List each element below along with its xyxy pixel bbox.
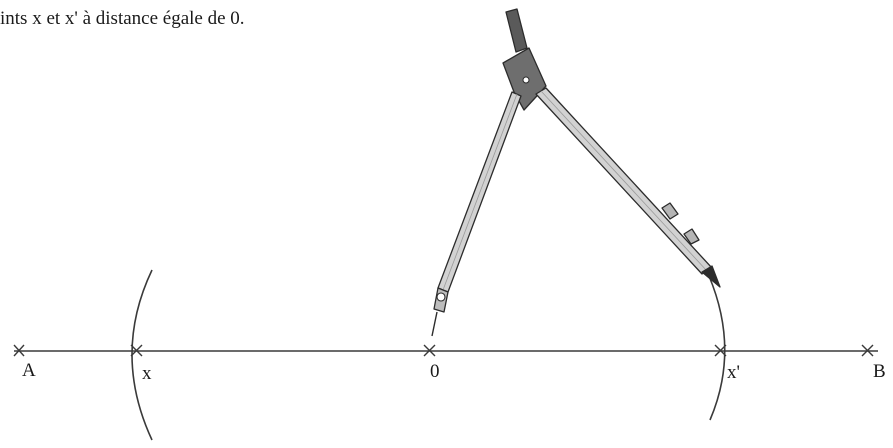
point-marker-a <box>13 344 25 357</box>
instruction-caption: ints x et x' à distance égale de 0. <box>0 8 245 29</box>
point-marker-zero <box>423 344 436 357</box>
point-label-x-prime: x' <box>727 362 740 383</box>
arc-left <box>131 269 153 441</box>
point-marker-b <box>861 344 874 357</box>
point-label-a: A <box>22 360 36 381</box>
compass-icon <box>431 8 721 337</box>
arc-right <box>708 275 726 421</box>
point-label-b: B <box>873 361 886 382</box>
point-label-zero: 0 <box>430 361 440 382</box>
point-label-x: x <box>142 363 152 384</box>
